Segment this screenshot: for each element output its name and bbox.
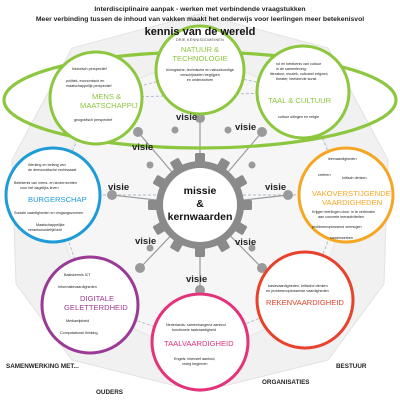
domain-item: creëren: [318, 173, 331, 177]
domain-item: voor het dagelijks leven: [20, 186, 59, 190]
domain-item: samenwerken: [330, 236, 353, 240]
gear-tooth: [195, 247, 205, 257]
domain-item: Betekenis van mens- en kinderrechten: [14, 181, 77, 185]
domain-item: historisch perspectief: [72, 67, 108, 71]
visie-label: visie: [135, 236, 156, 247]
gear-tooth: [148, 200, 158, 210]
domain-item: Mediawijsheid: [66, 319, 89, 323]
visie-label: visie: [108, 182, 129, 193]
domain-title: VAARDIGHEDEN: [322, 198, 382, 207]
visie-labels: visie visie visie visie visie visie visi…: [108, 112, 286, 285]
visie-label: visie: [265, 182, 286, 193]
domain-taal-cultuur: rol en betekenis van cultuur in de samen…: [255, 44, 351, 140]
domain-title: GELETTERDHEID: [64, 303, 128, 312]
center-line-3: kernwaarden: [168, 211, 233, 223]
visie-label: visie: [235, 237, 256, 248]
visie-label: visie: [235, 122, 256, 133]
domain-natuur-technologie: NATUUR & TECHNOLOGIE biologische, techni…: [154, 24, 246, 116]
kennis-title: kennis van de wereld: [145, 26, 256, 38]
domain-item: biologische, technische en natuurkundige: [166, 68, 234, 72]
domain-item: en onderzoeken: [187, 78, 213, 82]
domain-item: Basiskennis ICT: [64, 273, 91, 277]
domain-item: in de samenleving:: [276, 67, 307, 71]
domain-item: en probleemoplossende vaardigheden: [266, 289, 329, 293]
domain-item: probleemoplossend vermogen: [312, 225, 362, 229]
domain-item: rol en betekenis van cultuur: [276, 62, 322, 66]
domain-item: vroeg beginnen: [182, 362, 207, 366]
domain-item: literatuur, muziek, cultureel erfgoed,: [270, 72, 328, 76]
domain-item: Nederlands: samenhangend aanbod: [166, 323, 226, 327]
gear-tooth: [195, 153, 205, 163]
footer-samenwerking: SAMENWERKING MET...: [6, 363, 79, 370]
footer: SAMENWERKING MET... OUDERS ORGANISATIES …: [6, 363, 367, 396]
visie-label: visie: [176, 112, 197, 123]
domain-item: basisvaardigheden, kritische denken: [268, 284, 328, 288]
domain-taalvaardigheid: Nederlands: samenhangend aanbod function…: [150, 292, 250, 392]
domain-item: leervaardigheden: [328, 157, 357, 161]
domain-item: Informatievaardigheden: [58, 285, 97, 289]
domain-title: MENS &: [92, 92, 121, 101]
center-gear: missie & kernwaarden: [148, 153, 252, 257]
domain-item: theater, beeldende kunst: [276, 77, 316, 81]
domain-title: DIGITALE: [80, 294, 114, 303]
domain-item: geografisch perspectief: [74, 118, 113, 122]
header: Interdisciplinaire aanpak - werken met v…: [36, 6, 364, 42]
visie-label: visie: [132, 142, 153, 153]
spoke-nodes: [107, 113, 293, 295]
domain-title: TAAL & CULTUUR: [268, 96, 332, 105]
visie-label: visie: [186, 274, 207, 285]
domain-mens-maatschappij: historisch perspectief politiek, economi…: [48, 50, 144, 146]
domain-item: Computational thinking: [60, 331, 98, 335]
footer-ouders: OUDERS: [96, 389, 123, 396]
domain-title: TAALVAARDIGHEID: [164, 339, 234, 348]
domain-item: aan concrete leeractiviteiten: [318, 215, 364, 219]
domain-item: kritisch denken: [342, 176, 367, 180]
domain-item: functionele taalvaardigheid: [172, 328, 216, 332]
footer-bestuur: BESTUUR: [336, 363, 367, 370]
domain-item: Maatschappelijke: [36, 223, 65, 227]
domain-item: verschijnselen begrijpen: [180, 73, 220, 77]
domain-title: NATUUR &: [181, 45, 219, 54]
domain-item: Werking en belang van: [28, 163, 66, 167]
domain-item: Sociale vaardigheden en omgangsvormen: [14, 211, 83, 215]
domain-burgerschap: Werking en belang van de democratische r…: [4, 146, 102, 244]
domain-item: cultuur uitingen en religie: [278, 115, 319, 119]
domain-title: MAATSCHAPPIJ: [80, 101, 138, 110]
center-line-2: &: [196, 198, 204, 210]
domain-item: maatschappelijk perspectief: [66, 84, 112, 88]
header-line-2: Meer verbinding tussen de inhoud van vak…: [36, 16, 364, 23]
domain-rekenvaardigheid: basisvaardigheden, kritische denken en p…: [255, 250, 355, 350]
domain-title: TECHNOLOGIE: [172, 54, 227, 63]
gear-tooth: [242, 200, 252, 210]
domain-item: politiek, economisch en: [66, 79, 104, 83]
footer-organisaties: ORGANISATIES: [262, 379, 309, 386]
domain-digitale-geletterdheid: Basiskennis ICT Informatievaardigheden D…: [40, 255, 140, 355]
domain-item: Engels: intensief aanbod,: [174, 357, 215, 361]
center-line-1: missie: [184, 185, 217, 197]
domain-item: verantwoordelijkheid: [28, 228, 62, 232]
kennis-subtitle: DRIE KENNISDOMEINEN: [176, 38, 224, 42]
domain-title: REKENVAARDIGHEID: [266, 298, 344, 307]
domain-title: BURGERSCHAP: [28, 195, 87, 204]
domain-item: de democratische rechtsstaat: [28, 168, 76, 172]
domain-item: Krijgen leerlingen door: in te verbinden: [312, 210, 375, 214]
header-line-1: Interdisciplinaire aanpak - werken met v…: [94, 6, 305, 13]
domain-vakoverstijgende-vaardigheden: leervaardigheden creëren kritisch denken…: [297, 146, 395, 244]
domain-title: VAKOVERSTIJGENDE: [312, 189, 391, 198]
